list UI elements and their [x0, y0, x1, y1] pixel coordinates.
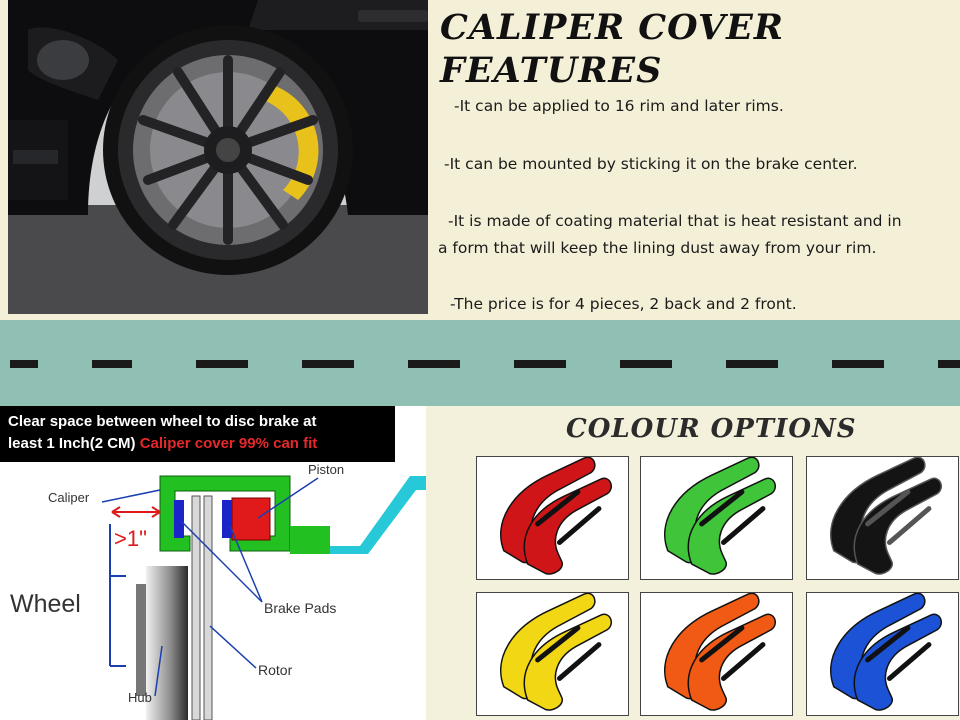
piston [231, 497, 271, 541]
feature-item-price: -The price is for 4 pieces, 2 back and 2… [450, 295, 797, 313]
brake-pad-right [222, 500, 232, 538]
rotor-left [191, 495, 201, 720]
diagram-header-line2: least 1 Inch(2 CM) Caliper cover 99% can… [8, 435, 317, 452]
label-rotor: Rotor [258, 662, 293, 678]
feature-item-material-cont: a form that will keep the lining dust aw… [438, 239, 877, 257]
diagram-header: Clear space between wheel to disc brake … [0, 406, 395, 462]
feature-item-fit: -It can be applied to 16 rim and later r… [454, 97, 784, 115]
colour-swatch-blue[interactable] [806, 592, 959, 716]
car-wheel-illustration [8, 0, 428, 314]
brake-pad-left [174, 500, 184, 538]
feature-item-material: -It is made of coating material that is … [448, 212, 902, 230]
hub-flange [136, 584, 146, 696]
colour-swatch-red[interactable] [476, 456, 629, 580]
car-wheel-photo [8, 0, 428, 314]
road-dashes [10, 360, 960, 368]
colour-swatch-green[interactable] [640, 456, 793, 580]
top-section: CALIPER COVER FEATURES -It can be applie… [0, 0, 960, 320]
colour-swatch-orange[interactable] [640, 592, 793, 716]
clearance-diagram: Clear space between wheel to disc brake … [0, 406, 426, 720]
brake-hose [330, 476, 426, 554]
wheel-bracket [110, 575, 126, 667]
hub [146, 566, 188, 720]
feature-item-mount: -It can be mounted by sticking it on the… [444, 155, 858, 173]
features-panel: CALIPER COVER FEATURES -It can be applie… [436, 0, 960, 320]
label-piston: Piston [308, 462, 345, 477]
features-title-line2: FEATURES [440, 50, 663, 91]
label-gap: >1" [114, 526, 147, 551]
caliper-tail [290, 526, 330, 554]
bottom-section: Clear space between wheel to disc brake … [0, 406, 960, 720]
dimension-arrows [111, 506, 161, 518]
diagram-header-line1: Clear space between wheel to disc brake … [8, 413, 317, 430]
diagram-header-clearance: least 1 Inch(2 CM) [8, 435, 136, 452]
road-divider [0, 320, 960, 406]
colour-options-title: COLOUR OPTIONS [566, 414, 857, 444]
colour-swatch-black[interactable] [806, 456, 959, 580]
features-title: CALIPER COVER FEATURES [440, 6, 840, 92]
rotor-right [203, 495, 213, 720]
label-brake-pads: Brake Pads [264, 600, 337, 616]
brake-cross-section [101, 475, 426, 720]
colour-swatch-yellow[interactable] [476, 592, 629, 716]
label-hub: Hub [128, 690, 152, 705]
features-title-line1: CALIPER COVER [440, 7, 784, 48]
label-wheel: Wheel [10, 590, 81, 618]
diagram-header-fit-note: Caliper cover 99% can fit [139, 435, 318, 452]
label-caliper: Caliper [48, 490, 90, 505]
